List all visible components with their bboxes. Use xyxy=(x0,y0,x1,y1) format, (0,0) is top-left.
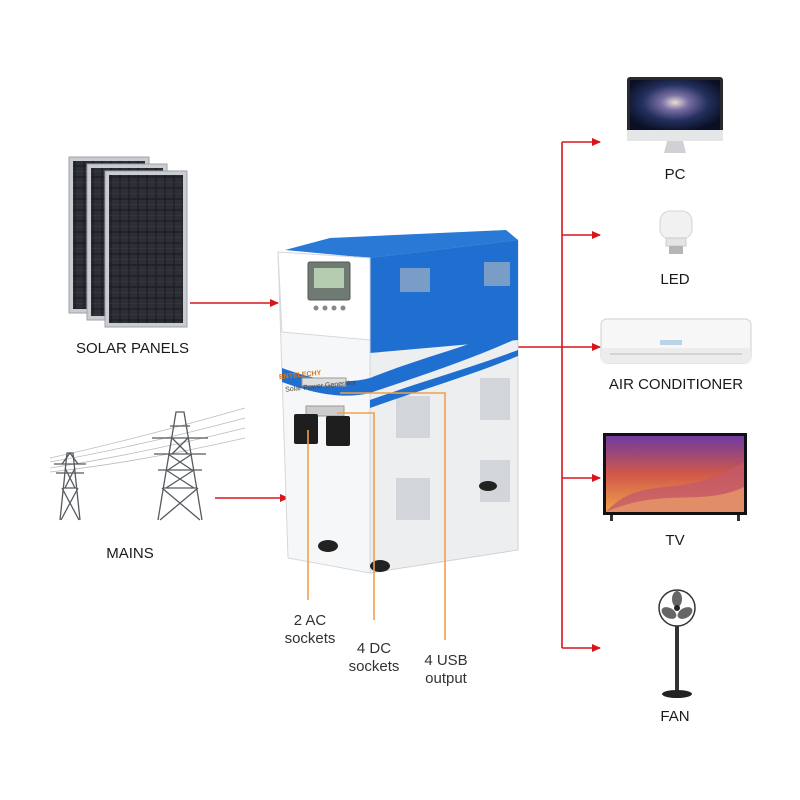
solar-power-generator xyxy=(277,230,519,574)
fan-icon xyxy=(658,589,696,698)
pc-icon xyxy=(627,77,723,153)
air-conditioner-icon xyxy=(600,318,752,364)
solar-panels-label: SOLAR PANELS xyxy=(75,340,190,357)
led-label: LED xyxy=(660,271,690,288)
tv-label: TV xyxy=(665,532,685,549)
solar-panels-icon xyxy=(68,156,188,328)
fan-label: FAN xyxy=(660,708,690,725)
power-pylon-icon xyxy=(49,407,246,521)
led-bulb-icon xyxy=(659,210,693,254)
air-conditioner-label: AIR CONDITIONER xyxy=(608,376,744,393)
pc-label: PC xyxy=(664,166,686,183)
tv-icon xyxy=(603,433,747,521)
mains-label: MAINS xyxy=(106,545,154,562)
